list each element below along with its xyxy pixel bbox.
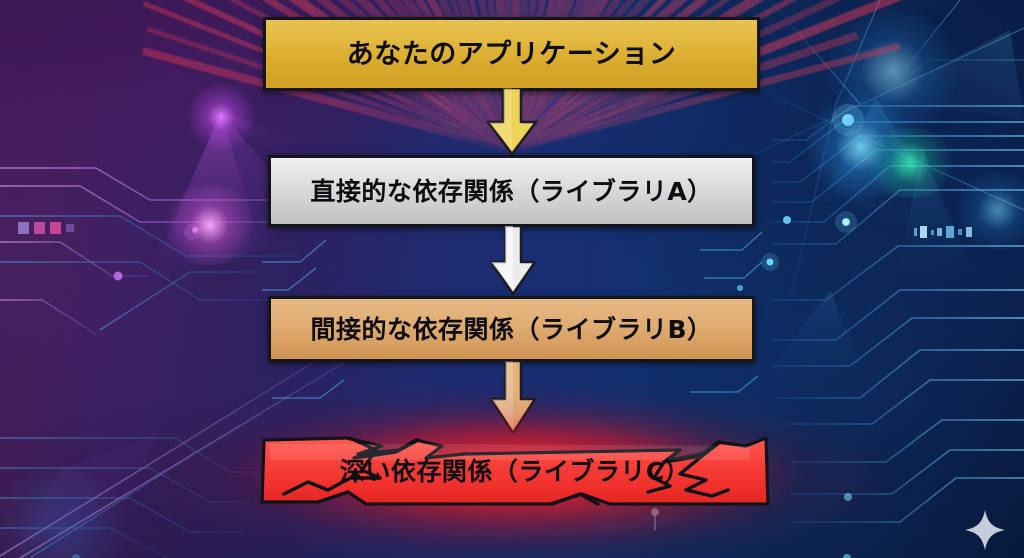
data-chips-right xyxy=(914,225,986,239)
arrow-app-to-direct xyxy=(481,88,543,158)
glow-node-bottom-left xyxy=(0,470,140,558)
data-chips-left xyxy=(18,220,98,236)
node-direct-dependency[interactable]: 直接的な依存関係（ライブラリA） xyxy=(268,155,755,227)
glow-node-cyan xyxy=(806,92,916,202)
node-indirect-dependency[interactable]: 間接的な依存関係（ライブラリB） xyxy=(268,296,755,362)
node-direct-dependency-label: 直接的な依存関係（ライブラリA） xyxy=(310,179,712,204)
sparkle-icon xyxy=(963,508,1007,552)
node-your-application[interactable]: あなたのアプリケーション xyxy=(263,17,760,91)
glow-node-green xyxy=(862,128,958,198)
node-deep-dependency[interactable]: 深い依存関係（ライブラリC） xyxy=(250,420,780,520)
arrow-direct-to-indirect xyxy=(485,226,541,298)
glow-node-magenta xyxy=(186,82,256,152)
node-your-application-label: あなたのアプリケーション xyxy=(347,41,676,68)
glow-node-magenta-2 xyxy=(162,185,258,265)
node-indirect-dependency-label: 間接的な依存関係（ライブラリB） xyxy=(310,317,712,342)
glow-node-cyan-upper xyxy=(828,6,958,136)
node-deep-dependency-label: 深い依存関係（ライブラリC） xyxy=(250,420,780,520)
